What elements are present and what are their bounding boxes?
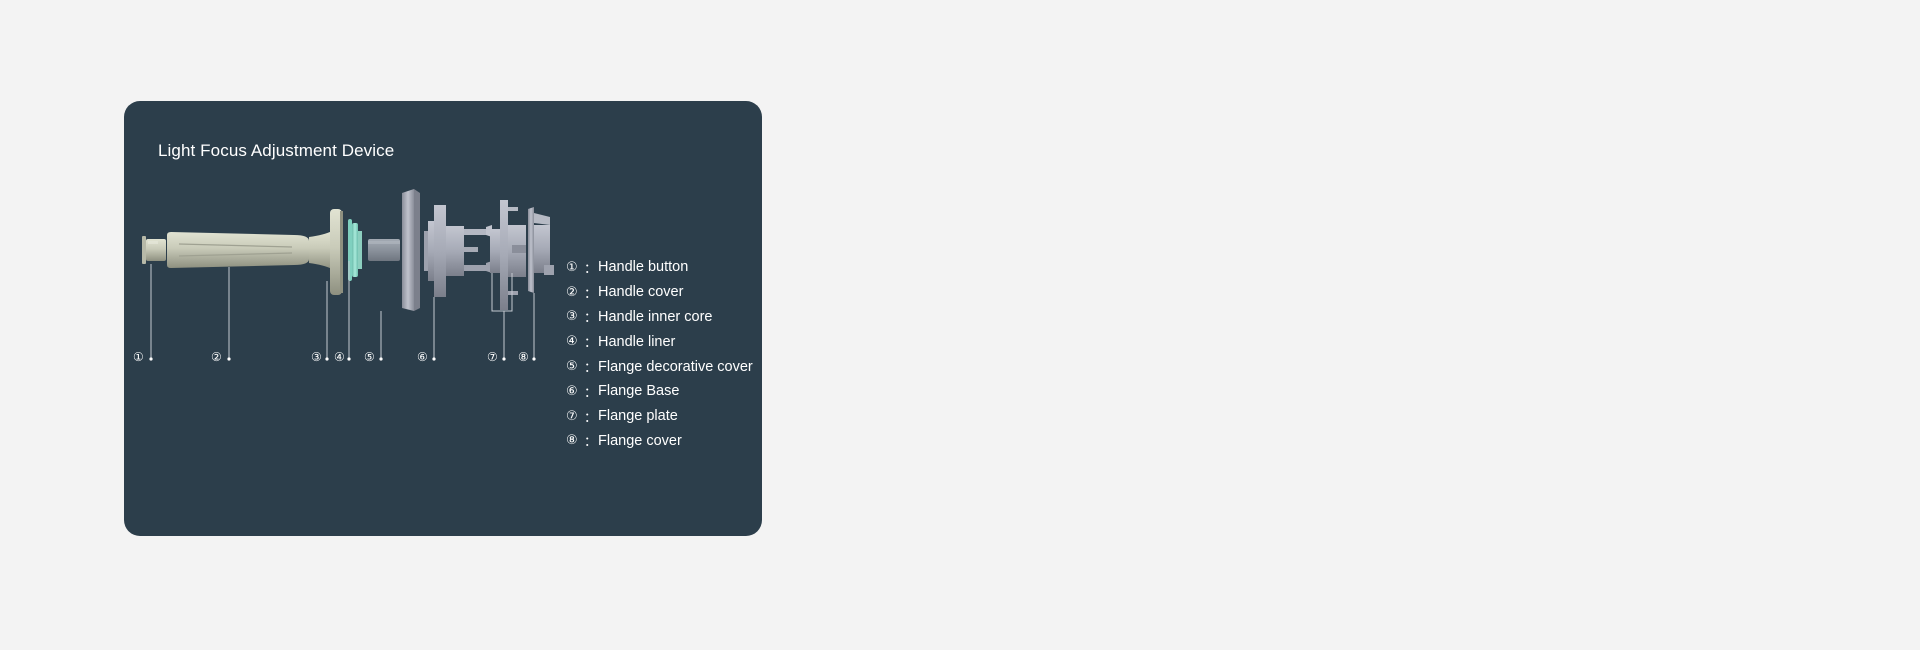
legend-label: Handle inner core [598, 308, 713, 325]
legend-item: ⑥ ：Flange Base [566, 379, 753, 404]
flange-cover-part [528, 207, 554, 293]
legend-number: ① [566, 259, 578, 275]
legend-number: ④ [566, 334, 578, 350]
legend-item: ⑧ ：Flange cover [566, 429, 753, 454]
legend-item: ⑤ ：Flange decorative cover [566, 354, 753, 379]
svg-text:⑦: ⑦ [487, 350, 498, 364]
legend-label: Handle cover [598, 284, 684, 301]
legend-item: ⑦ ：Flange plate [566, 404, 753, 429]
callout-2: ② [211, 267, 231, 364]
svg-text:④: ④ [334, 350, 345, 364]
svg-text:⑥: ⑥ [417, 350, 428, 364]
legend-item: ④ ：Handle liner [566, 329, 753, 354]
svg-text:⑧: ⑧ [518, 350, 529, 364]
callout-3: ③ [311, 281, 329, 364]
callout-8: ⑧ [518, 293, 536, 364]
legend-label: Handle button [598, 259, 689, 276]
legend-label: Flange plate [598, 408, 678, 425]
flange-plate-part [490, 200, 526, 310]
svg-text:⑤: ⑤ [364, 350, 375, 364]
legend-number: ② [566, 284, 578, 300]
svg-text:①: ① [133, 350, 144, 364]
legend-separator: ： [584, 360, 598, 376]
exploded-view-diagram: ① ② ③ ④ ⑤ ⑥ ⑦ [133, 189, 554, 364]
callout-4: ④ [334, 261, 351, 364]
legend-number: ⑤ [566, 359, 578, 375]
legend-separator: ： [584, 285, 598, 301]
flange-decorative-cover-part [402, 189, 420, 311]
legend-number: ⑧ [566, 433, 578, 449]
handle-liner-part [368, 239, 400, 261]
handle-inner-core-part [348, 219, 362, 281]
legend-number: ③ [566, 309, 578, 325]
svg-text:②: ② [211, 350, 222, 364]
legend-item: ① ：Handle button [566, 255, 753, 280]
svg-text:③: ③ [311, 350, 322, 364]
parts-legend: ①：Handle button ②：Handle cover ③：Handle … [566, 255, 753, 453]
legend-label: Handle liner [598, 333, 676, 350]
legend-label: Flange Base [598, 383, 680, 400]
legend-separator: ： [584, 409, 598, 425]
callout-1: ① [133, 264, 153, 364]
legend-label: Flange cover [598, 432, 682, 449]
legend-separator: ： [584, 310, 598, 326]
legend-item: ② ：Handle cover [566, 280, 753, 305]
handle-button-part [142, 236, 166, 264]
legend-separator: ： [584, 384, 598, 400]
legend-number: ⑥ [566, 383, 578, 399]
legend-label: Flange decorative cover [598, 358, 753, 375]
flange-base-part [424, 205, 492, 297]
legend-item: ③ ：Handle inner core [566, 305, 753, 330]
legend-separator: ： [584, 335, 598, 351]
legend-separator: ： [584, 260, 598, 276]
callout-5: ⑤ [364, 311, 383, 364]
handle-cover-part [167, 209, 343, 295]
callout-7: ⑦ [487, 273, 513, 364]
legend-separator: ： [584, 434, 598, 450]
diagram-card: Light Focus Adjustment Device [124, 101, 762, 536]
callout-6: ⑥ [417, 297, 436, 364]
legend-number: ⑦ [566, 408, 578, 424]
diagram-title: Light Focus Adjustment Device [158, 141, 395, 160]
